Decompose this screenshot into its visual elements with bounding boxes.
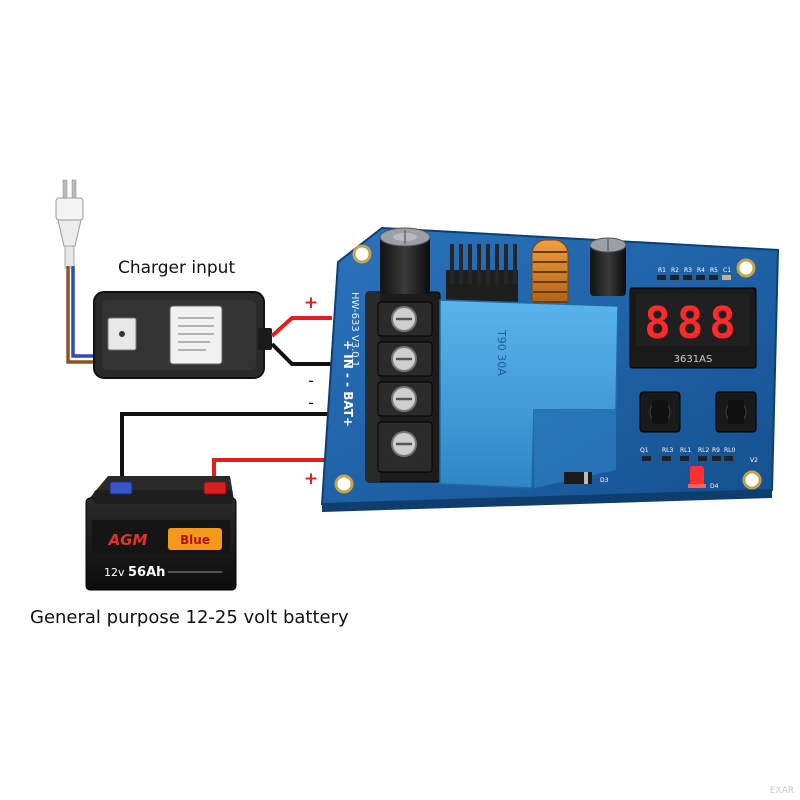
- charger-adapter: [93, 291, 272, 379]
- wire-mark-in-plus: +: [304, 293, 318, 313]
- silk-r2: R2: [671, 267, 679, 274]
- silk-r3: R3: [684, 267, 692, 274]
- battery-badge: Blue: [180, 533, 210, 547]
- silk-d4: D4: [710, 483, 719, 490]
- terminal-screw: [377, 341, 433, 377]
- board-silkscreen: HW-633 V3.0.1 + IN - - BAT+ R1 R2 R3 R4 …: [341, 267, 758, 490]
- terminal-screw: [377, 381, 433, 417]
- terminal-screw: [377, 301, 433, 337]
- car-battery: AGM Blue 12v 56Ah: [85, 476, 237, 591]
- push-button-left: [639, 391, 681, 433]
- inductor-coil: [531, 239, 569, 313]
- terminal-screw: [377, 421, 433, 473]
- terminal-block: [365, 291, 441, 483]
- smd-resistors: [642, 275, 733, 461]
- capacitor-small: [589, 237, 627, 296]
- wire-mark-bat-minus: -: [308, 393, 314, 412]
- battery-caption: General purpose 12-25 volt battery: [30, 607, 349, 628]
- display-chip-label: 3631AS: [674, 354, 713, 365]
- silk-r5: R5: [710, 267, 718, 274]
- wire-mark-bat-plus: +: [304, 469, 318, 489]
- status-led: [688, 466, 706, 488]
- mount-hole: [736, 258, 756, 278]
- power-plug: [55, 179, 84, 269]
- capacitor-large: [379, 227, 431, 294]
- battery-rating-capacity: 56Ah: [128, 565, 165, 580]
- push-button-right: [715, 391, 757, 433]
- silk-r4: R4: [697, 267, 705, 274]
- mount-hole: [334, 474, 354, 494]
- silk-rl3: RL3: [662, 447, 674, 454]
- board-terminal-label: + IN - - BAT+: [341, 340, 355, 427]
- watermark: EXAR: [769, 786, 794, 796]
- silk-d3: D3: [600, 477, 609, 484]
- silk-q1: Q1: [640, 447, 649, 454]
- battery-terminal-negative: [109, 481, 133, 495]
- mount-hole: [742, 470, 762, 490]
- battery-rating-voltage: 12v: [104, 566, 125, 579]
- diode: [564, 472, 592, 484]
- battery-terminal-positive: [203, 481, 227, 495]
- silk-c1: C1: [723, 267, 731, 274]
- power-cord: [66, 266, 96, 364]
- mount-hole: [352, 244, 372, 264]
- relay-label: T90 30A: [495, 329, 508, 376]
- silk-rl0: RL0: [724, 447, 736, 454]
- display-digits: 888: [644, 298, 741, 349]
- relay: T90 30A: [439, 299, 619, 489]
- battery-brand: AGM: [108, 531, 148, 549]
- charger-wires: [270, 316, 332, 366]
- board-model-label: HW-633 V3.0.1: [349, 292, 360, 367]
- silk-rl1: RL1: [680, 447, 692, 454]
- silk-r9: R9: [712, 447, 720, 454]
- wire-mark-in-minus: -: [308, 371, 314, 390]
- silk-rl2: RL2: [698, 447, 710, 454]
- silk-v2: V2: [750, 457, 758, 464]
- silk-r1: R1: [658, 267, 666, 274]
- charger-input-label: Charger input: [118, 258, 236, 278]
- heatsink: [446, 244, 518, 306]
- seven-segment-display: 888 3631AS: [629, 287, 757, 369]
